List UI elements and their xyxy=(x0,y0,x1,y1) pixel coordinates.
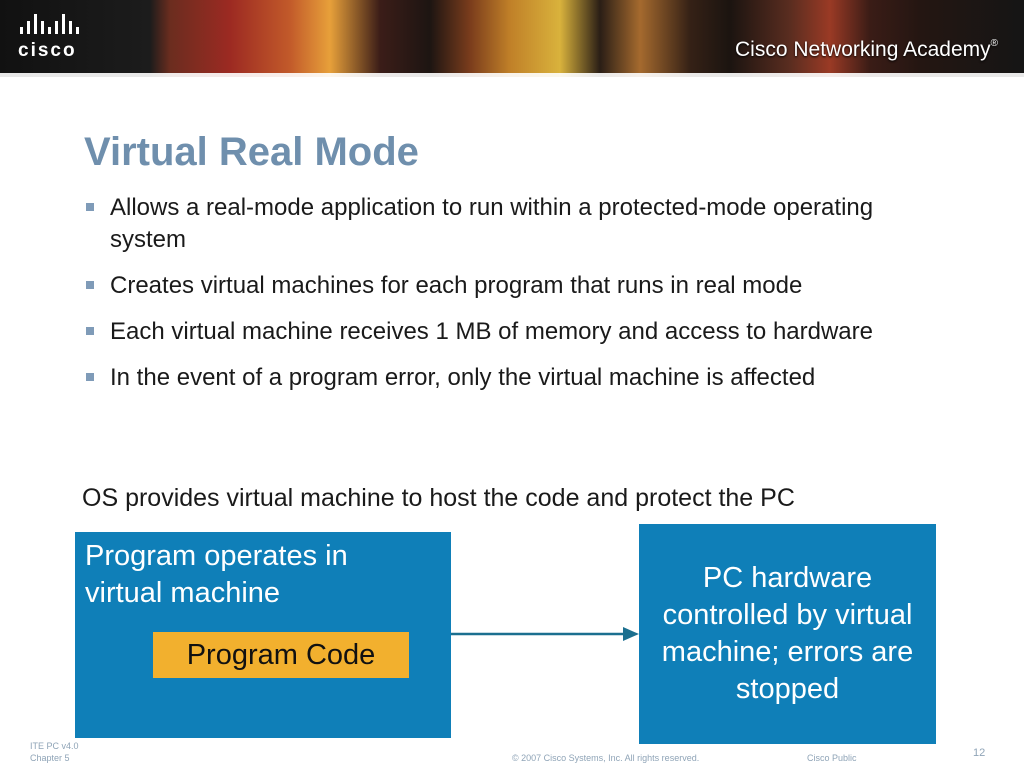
page-number: 12 xyxy=(973,747,986,759)
bullet-square-icon xyxy=(86,203,94,211)
bullet-square-icon xyxy=(86,327,94,335)
bullet-text: Creates virtual machines for each progra… xyxy=(110,272,803,299)
slide-title: Virtual Real Mode xyxy=(84,130,419,174)
footer-classification: Cisco Public xyxy=(807,753,857,763)
footer-course: ITE PC v4.0 xyxy=(30,741,79,751)
pc-hardware-label: PC hardware controlled by virtual machin… xyxy=(661,562,914,705)
bullet-item: Creates virtual machines for each progra… xyxy=(84,270,954,302)
program-code-box: Program Code xyxy=(153,632,409,678)
bullet-text: Each virtual machine receives 1 MB of me… xyxy=(110,318,873,345)
academy-text: Cisco Networking Academy xyxy=(735,38,991,61)
registered-mark: ® xyxy=(990,38,998,49)
bullet-item: Each virtual machine receives 1 MB of me… xyxy=(84,316,954,348)
cisco-logo: cisco xyxy=(18,14,98,64)
pc-hardware-box: PC hardware controlled by virtual machin… xyxy=(639,524,936,744)
bullet-square-icon xyxy=(86,373,94,381)
bullet-square-icon xyxy=(86,281,94,289)
virtual-machine-box: Program operates in virtual machine Prog… xyxy=(75,532,451,738)
bullet-item: In the event of a program error, only th… xyxy=(84,362,954,394)
bullet-list: Allows a real-mode application to run wi… xyxy=(84,192,954,408)
virtual-machine-label: Program operates in virtual machine xyxy=(85,540,348,609)
bullet-item: Allows a real-mode application to run wi… xyxy=(84,192,954,256)
summary-statement: OS provides virtual machine to host the … xyxy=(82,484,795,512)
bullet-text: Allows a real-mode application to run wi… xyxy=(110,194,874,253)
bullet-text: In the event of a program error, only th… xyxy=(110,364,816,391)
footer-copyright: © 2007 Cisco Systems, Inc. All rights re… xyxy=(512,753,700,763)
cisco-bars-icon xyxy=(18,14,98,34)
footer-course-info: ITE PC v4.0 Chapter 5 xyxy=(30,740,79,764)
cisco-logo-text: cisco xyxy=(18,40,77,61)
academy-title: Cisco Networking Academy® xyxy=(735,38,998,62)
header-banner: cisco Cisco Networking Academy® xyxy=(0,0,1024,77)
flow-arrow-icon xyxy=(451,627,639,641)
footer-chapter: Chapter 5 xyxy=(30,753,70,763)
